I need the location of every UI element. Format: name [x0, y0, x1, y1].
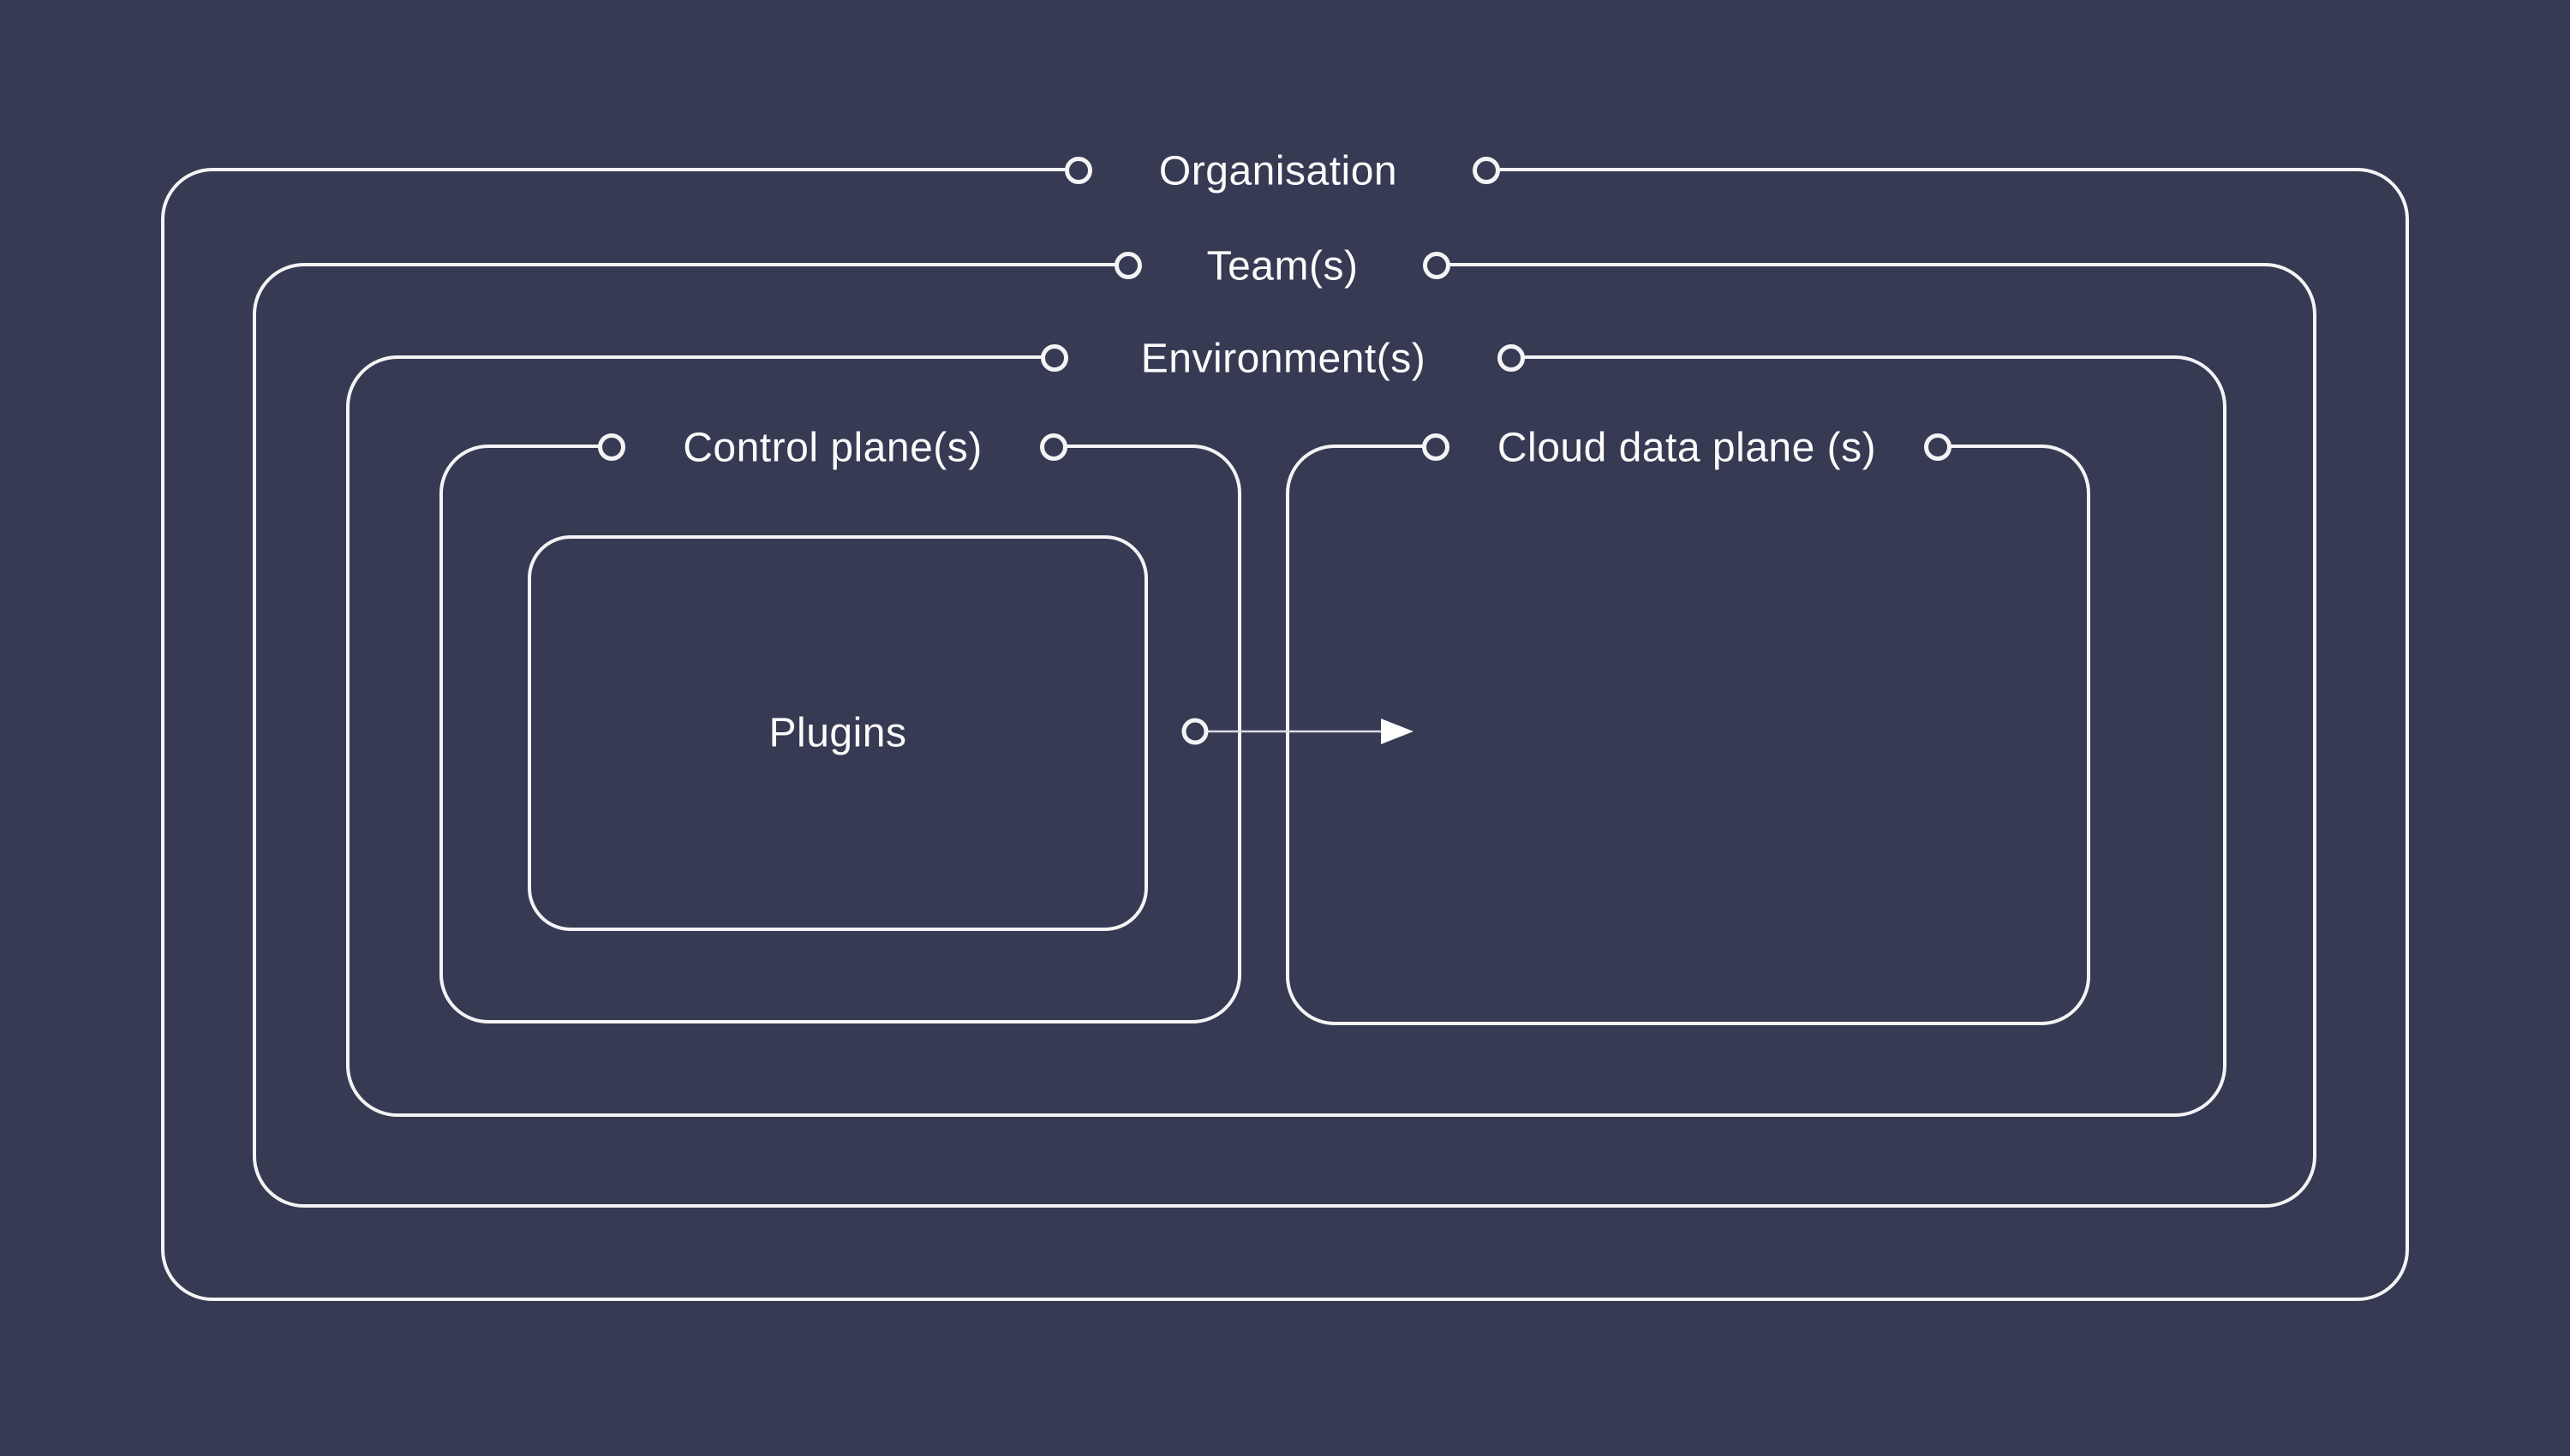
- cloud-data-plane-left-dot-icon: [1422, 433, 1449, 461]
- organisation-box: [161, 168, 2409, 1301]
- environments-right-dot-icon: [1497, 344, 1525, 372]
- organisation-right-dot-icon: [1473, 157, 1500, 184]
- plugins-to-cloud-arrow: [1181, 718, 1414, 745]
- arrow-start-dot-icon: [1181, 718, 1209, 745]
- teams-right-dot-icon: [1423, 252, 1450, 279]
- environments-box: [346, 355, 2226, 1117]
- plugins-box: [528, 535, 1148, 931]
- arrowhead-icon: [1381, 719, 1414, 744]
- cloud-data-plane-box: [1286, 445, 2090, 1025]
- control-plane-box: [439, 445, 1241, 1023]
- control-plane-left-dot-icon: [598, 433, 625, 461]
- plugins-label: Plugins: [769, 711, 907, 756]
- teams-label: Team(s): [1207, 244, 1359, 289]
- organisation-left-dot-icon: [1065, 157, 1092, 184]
- control-plane-right-dot-icon: [1040, 433, 1067, 461]
- cloud-data-plane-right-dot-icon: [1924, 433, 1951, 461]
- cloud-data-plane-label: Cloud data plane (s): [1497, 426, 1876, 471]
- control-plane-label: Control plane(s): [683, 426, 982, 471]
- organisation-label: Organisation: [1159, 149, 1397, 194]
- environments-left-dot-icon: [1041, 344, 1068, 372]
- environments-label: Environment(s): [1141, 337, 1425, 382]
- teams-box: [253, 263, 2316, 1208]
- teams-left-dot-icon: [1115, 252, 1142, 279]
